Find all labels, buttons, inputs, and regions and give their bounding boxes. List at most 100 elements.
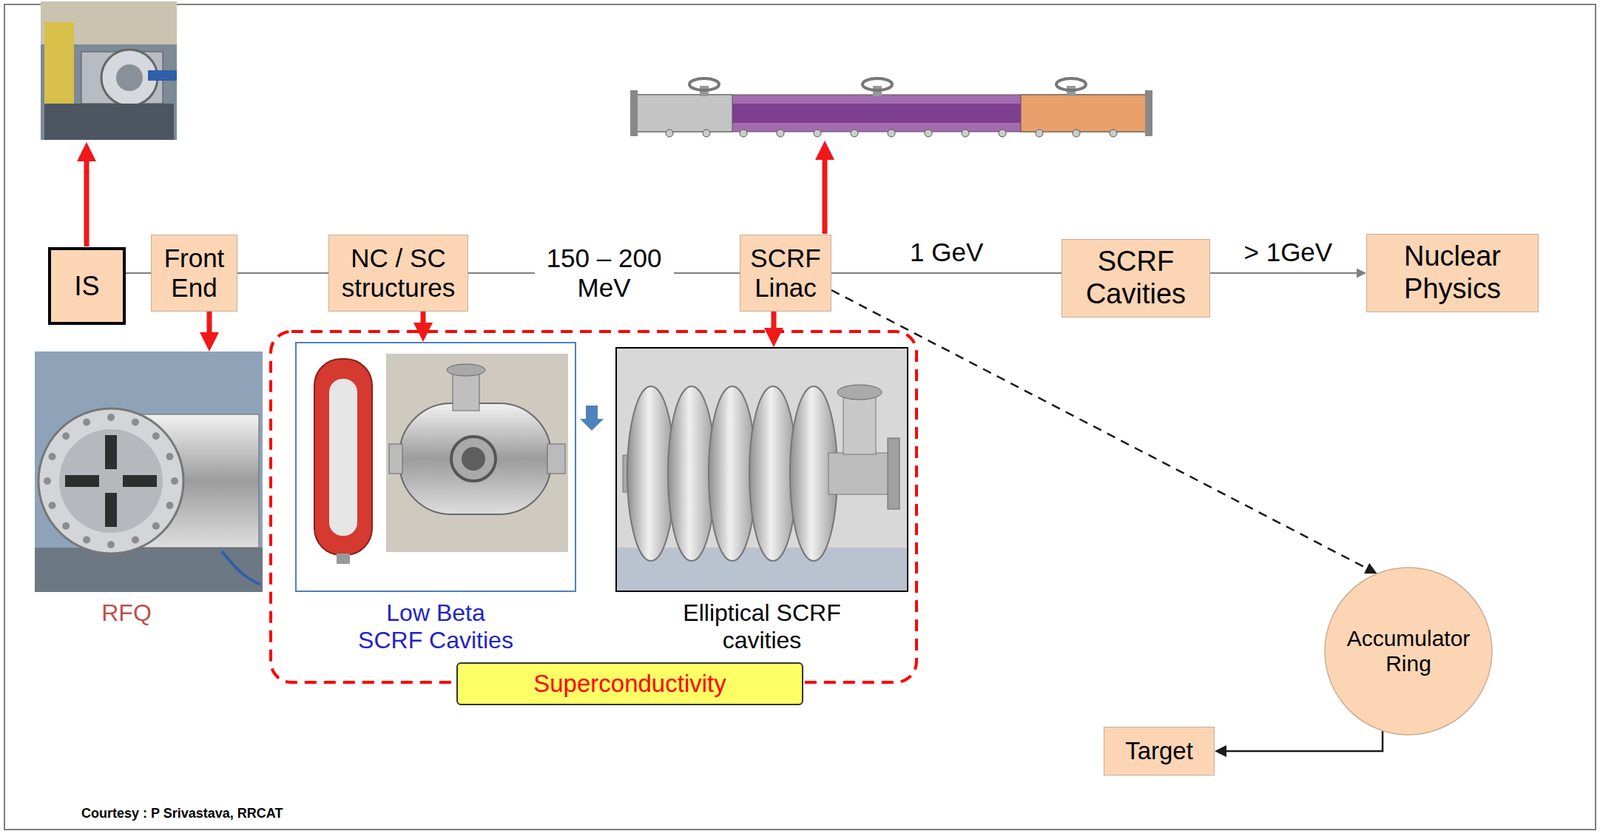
rfq-photo	[34, 351, 263, 592]
highlight-tag: Superconductivity	[456, 662, 804, 705]
cryomodule-drawing	[739, 129, 748, 137]
node-label: Superconductivity	[533, 669, 726, 698]
flow-connector	[237, 272, 329, 274]
spoke-cavity-photo	[389, 443, 403, 474]
panel-caption: RFQ	[82, 599, 171, 627]
node-label: SCRF Linac	[747, 243, 825, 304]
cryomodule-drawing	[732, 103, 1021, 123]
rfq-photo	[82, 418, 91, 427]
rfq-photo	[105, 434, 117, 469]
slide-border	[4, 4, 1596, 830]
photo-caption: Elliptical SCRF cavities	[650, 599, 873, 654]
process-box: Nuclear Physics	[1366, 233, 1539, 313]
spoke-cavity-photo	[461, 446, 486, 471]
edge-label: 150 – 200 MeV	[534, 243, 674, 304]
panel-caption: Low Beta SCRF Cavities	[354, 599, 518, 654]
ring-circle: Accumulator Ring	[1323, 565, 1494, 737]
node-label: IS	[73, 270, 100, 302]
process-box: Target	[1103, 726, 1215, 776]
elliptical-cavity-photo	[616, 348, 907, 591]
rfq-photo	[152, 431, 160, 440]
rfq-photo	[105, 492, 117, 527]
rfq-photo	[62, 522, 70, 530]
ion-source-photo	[40, 1, 177, 140]
cryomodule-drawing	[850, 129, 859, 137]
cryomodule-drawing	[1145, 90, 1153, 137]
elliptical-cavity-photo	[828, 452, 892, 495]
photo-caption: Low Beta SCRF Cavities	[354, 599, 518, 654]
cryomodule-drawing	[776, 129, 785, 137]
rfq-photo	[48, 452, 57, 461]
low-beta-cavity-drawing	[336, 553, 350, 564]
elliptical-cavity-photo	[887, 437, 900, 509]
edge-label: > 1GeV	[1241, 237, 1336, 268]
photo-panel: RFQ	[34, 351, 263, 630]
credit-note: Courtesy : P Srivastava, RRCAT	[81, 805, 283, 822]
process-box: SCRF Linac	[739, 234, 832, 312]
rfq-photo	[59, 429, 163, 533]
cryomodule-drawing	[1020, 94, 1147, 132]
spoke-cavity-photo	[399, 403, 552, 515]
cryomodule-drawing	[1035, 129, 1043, 137]
rfq-photo	[131, 535, 140, 543]
process-box: Front End	[150, 234, 238, 312]
node-label: Front End	[158, 243, 231, 304]
node-label: NC / SC structures	[335, 243, 462, 304]
rfq-photo	[165, 501, 174, 509]
flow-connector	[125, 272, 151, 274]
rfq-photo	[122, 474, 157, 487]
panel-frame	[34, 351, 263, 592]
rfq-photo	[152, 522, 160, 530]
node-label: SCRF Cavities	[1068, 245, 1204, 310]
ion-source-photo	[44, 103, 174, 140]
flow-connector	[1220, 730, 1383, 751]
spoke-cavity-photo	[547, 443, 566, 474]
ring-outline	[1324, 567, 1493, 735]
down-arrow-symbol	[579, 405, 604, 431]
rfq-photo	[48, 501, 57, 509]
ion-source-box: IS	[48, 247, 126, 325]
spoke-cavity-photo	[386, 353, 569, 552]
panel-frame	[615, 346, 909, 592]
pointer-arrow	[822, 152, 828, 234]
elliptical-cavity-photo	[843, 392, 876, 455]
rfq-photo	[62, 431, 70, 440]
rfq-photo	[221, 551, 261, 585]
cryomodule-drawing	[636, 94, 1147, 132]
cryomodule-drawing	[702, 129, 711, 137]
panel-caption: Elliptical SCRF cavities	[650, 599, 873, 654]
elliptical-cavity-photo	[616, 348, 907, 591]
node-label: Nuclear Physics	[1373, 240, 1532, 305]
rfq-photo	[107, 413, 115, 421]
node-label: Accumulator Ring	[1340, 625, 1477, 677]
process-box: NC / SC structures	[328, 234, 469, 312]
pointer-arrow	[771, 311, 777, 336]
low-beta-cavity-drawing	[314, 358, 373, 555]
rfq-photo	[65, 474, 100, 487]
cryomodule-drawing	[862, 78, 893, 91]
edge-label: 1 GeV	[906, 237, 987, 268]
ion-source-photo	[40, 1, 177, 140]
low-beta-cavity-drawing	[329, 378, 358, 536]
pointer-arrow	[420, 311, 427, 330]
cryomodule-drawing	[961, 129, 970, 137]
cryomodule-drawing	[1109, 129, 1117, 137]
flow-connector	[831, 289, 1373, 572]
ion-source-photo	[116, 64, 143, 91]
rfq-photo	[170, 477, 179, 485]
spoke-cavity-photo	[446, 363, 486, 376]
pointer-arrow	[207, 311, 213, 340]
flow-connector	[1210, 272, 1362, 274]
rfq-photo	[82, 535, 91, 543]
rfq-photo	[131, 418, 140, 427]
low-beta-cavity-drawing	[314, 358, 373, 564]
rfq-photo	[107, 540, 115, 549]
rfq-photo	[43, 477, 52, 485]
node-label: Target	[1125, 736, 1194, 765]
cryomodule-drawing	[813, 129, 822, 137]
flow-connector	[831, 272, 1062, 274]
photo-panel: Low Beta SCRF Cavities	[295, 341, 577, 657]
rfq-photo	[34, 351, 263, 592]
cryomodule-drawing	[998, 129, 1007, 137]
cryomodule-drawing	[887, 129, 896, 137]
